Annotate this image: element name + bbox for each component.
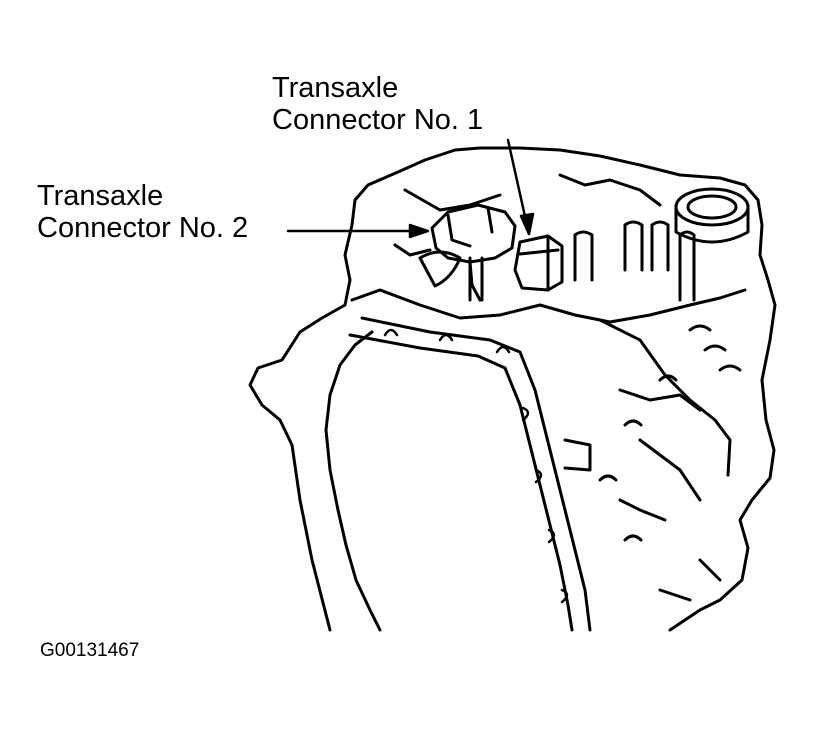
label-connector-2-line1: Transaxle xyxy=(37,180,164,212)
solenoid-posts xyxy=(468,220,696,302)
case-ridge xyxy=(403,188,502,212)
case-ridge-2 xyxy=(558,173,662,207)
upper-case-edge xyxy=(350,288,747,324)
flange-bolts xyxy=(383,328,569,604)
case-ridge-3 xyxy=(393,243,432,257)
right-side-details xyxy=(563,318,742,602)
label-connector-2-line2: Connector No. 2 xyxy=(37,212,249,244)
connector-1-body xyxy=(513,234,564,292)
label-connector-2: Transaxle Connector No. 2 xyxy=(37,180,248,244)
oil-pan-flange xyxy=(360,316,592,632)
oil-pan xyxy=(324,330,382,632)
round-cap xyxy=(674,187,750,244)
figure-id: G00131467 xyxy=(40,640,140,661)
label-connector-1-line2: Connector No. 1 xyxy=(272,104,484,136)
transaxle-housing xyxy=(248,146,777,632)
connector-1-arrowhead xyxy=(519,212,535,236)
leader-arrows xyxy=(286,138,535,239)
label-connector-1-line1: Transaxle xyxy=(272,72,399,104)
label-connector-1: Transaxle Connector No. 1 xyxy=(272,72,483,136)
connector-2-body xyxy=(418,203,517,302)
connector-2-arrowhead xyxy=(408,223,430,239)
oil-pan-flange-inner xyxy=(348,333,574,632)
